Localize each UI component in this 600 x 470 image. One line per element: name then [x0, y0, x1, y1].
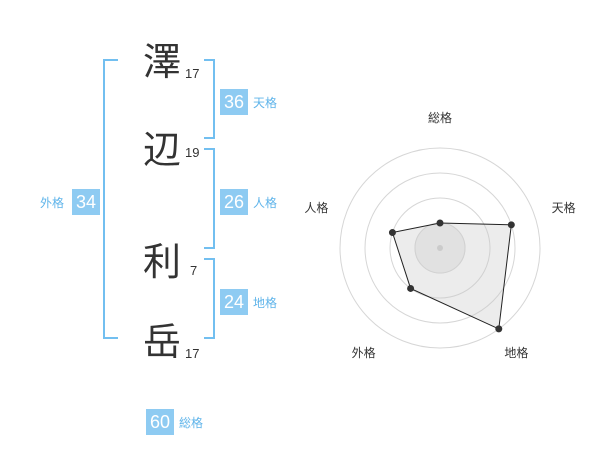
gaikaku-bracket	[103, 59, 118, 339]
radar-axis-label-2: 天格	[552, 200, 576, 215]
name-char-2: 辺	[143, 128, 182, 172]
radar-ring-3	[364, 172, 516, 324]
stroke-count-1: 17	[185, 66, 200, 81]
radar-point-1	[436, 219, 444, 227]
radar-point-5	[388, 229, 396, 237]
radar-axis-label-1: 総格	[428, 110, 452, 125]
name-char-3: 利	[143, 240, 182, 284]
jinkaku-value: 26	[220, 189, 248, 215]
radar-center	[437, 245, 443, 251]
radar-ring-2	[389, 197, 491, 299]
radar-axis-label-4: 外格	[352, 345, 376, 360]
tenkaku-value: 36	[220, 89, 248, 115]
gaikaku-label: 外格	[40, 196, 65, 210]
chikaku-bracket	[204, 258, 215, 339]
stroke-count-4: 17	[185, 346, 200, 361]
stroke-count-2: 19	[185, 145, 200, 160]
radar-point-2	[507, 221, 515, 229]
jinkaku-bracket	[204, 148, 215, 249]
gaikaku-value: 34	[72, 189, 100, 215]
radar-ring-4	[339, 147, 541, 349]
chikaku-label: 地格	[253, 296, 278, 310]
jinkaku-label: 人格	[253, 196, 278, 210]
chikaku-value: 24	[220, 289, 248, 315]
stroke-count-3: 7	[190, 263, 198, 278]
radar-axis-label-5: 人格	[304, 200, 328, 215]
tenkaku-label: 天格	[253, 96, 278, 110]
soukaku-value: 60	[146, 409, 174, 435]
soukaku-label: 総格	[179, 416, 204, 430]
tenkaku-bracket	[204, 59, 215, 139]
name-char-4: 岳	[143, 320, 182, 364]
radar-axis-label-3: 地格	[504, 345, 528, 360]
radar-value-polygon	[391, 222, 512, 330]
radar-point-4	[407, 284, 415, 292]
name-char-1: 澤	[143, 40, 182, 84]
radar-point-3	[495, 325, 503, 333]
